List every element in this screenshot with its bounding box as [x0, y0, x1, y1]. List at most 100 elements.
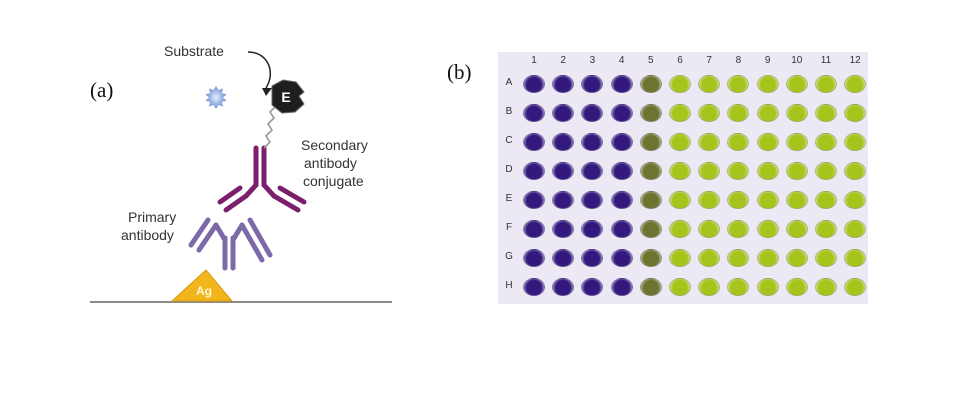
column-number: 9 [764, 55, 771, 66]
well-C1 [523, 133, 545, 151]
well-E11 [815, 191, 837, 209]
well-A10 [785, 75, 808, 93]
well-H12 [844, 278, 867, 296]
secondary-label-line3: conjugate [303, 173, 364, 189]
column-number: 12 [849, 55, 861, 66]
well-E4 [610, 191, 633, 209]
well-G4 [610, 249, 633, 267]
well-D9 [756, 162, 779, 180]
column-number: 10 [791, 55, 803, 66]
column-number: 11 [820, 55, 832, 66]
enzyme: E [271, 79, 305, 114]
well-H6 [669, 278, 691, 296]
well-E2 [552, 191, 575, 209]
well-C3 [581, 133, 604, 151]
enzyme-linker [263, 105, 277, 149]
well-H10 [785, 278, 808, 296]
well-D11 [815, 162, 837, 180]
well-E6 [669, 191, 691, 209]
panel-b-label: (b) [447, 60, 472, 84]
well-A12 [844, 75, 867, 93]
well-H9 [756, 278, 779, 296]
antigen: Ag [170, 269, 234, 302]
well-F6 [669, 220, 691, 238]
well-C12 [844, 133, 867, 151]
column-number: 6 [677, 55, 683, 66]
row-letter: C [505, 135, 513, 146]
well-H7 [698, 278, 721, 296]
primary-label-line1: Primary [128, 209, 176, 225]
column-number: 4 [618, 55, 625, 66]
well-A11 [815, 75, 837, 93]
well-D7 [698, 162, 721, 180]
well-E9 [756, 191, 779, 209]
well-B9 [756, 104, 779, 122]
well-F5 [639, 220, 662, 238]
well-F1 [523, 220, 545, 238]
well-D4 [610, 162, 633, 180]
well-B6 [669, 104, 691, 122]
well-C5 [639, 133, 662, 151]
well-G3 [581, 249, 604, 267]
well-C10 [785, 133, 808, 151]
well-A2 [552, 75, 575, 93]
well-H3 [581, 278, 604, 296]
well-H4 [610, 278, 633, 296]
well-H11 [815, 278, 837, 296]
well-B7 [698, 104, 721, 122]
well-C7 [698, 133, 721, 151]
secondary-antibody [217, 145, 307, 213]
well-A4 [610, 75, 633, 93]
row-letter: D [505, 164, 513, 175]
substrate-label: Substrate [164, 43, 224, 59]
well-C6 [669, 133, 691, 151]
enzyme-label: E [281, 89, 290, 105]
well-B1 [523, 104, 545, 122]
well-D6 [669, 162, 691, 180]
well-G6 [669, 249, 691, 267]
well-F10 [785, 220, 808, 238]
well-H2 [552, 278, 575, 296]
row-letter: H [505, 280, 513, 291]
well-F4 [610, 220, 633, 238]
well-H8 [727, 278, 750, 296]
well-A1 [523, 75, 545, 93]
row-letter: F [505, 222, 513, 233]
column-number: 5 [648, 55, 654, 66]
well-D10 [785, 162, 808, 180]
well-H1 [523, 278, 545, 296]
column-number: 7 [706, 55, 712, 66]
well-D5 [639, 162, 662, 180]
well-B2 [552, 104, 575, 122]
well-A9 [756, 75, 779, 93]
well-E10 [785, 191, 808, 209]
well-B4 [610, 104, 633, 122]
well-C11 [815, 133, 837, 151]
well-C9 [756, 133, 779, 151]
column-number: 3 [589, 55, 596, 66]
well-B11 [815, 104, 837, 122]
well-D2 [552, 162, 575, 180]
well-E1 [523, 191, 545, 209]
well-G7 [698, 249, 721, 267]
primary-antibody [188, 217, 273, 271]
secondary-label-line2: antibody [304, 155, 357, 171]
well-F7 [698, 220, 721, 238]
substrate-molecule [205, 86, 227, 109]
well-E5 [639, 191, 662, 209]
row-letter: A [505, 77, 513, 88]
well-B10 [785, 104, 808, 122]
row-letter: B [505, 106, 513, 117]
row-letter: E [505, 193, 513, 204]
well-F8 [727, 220, 750, 238]
well-B5 [639, 104, 662, 122]
well-B8 [727, 104, 750, 122]
well-E7 [698, 191, 721, 209]
well-D12 [844, 162, 867, 180]
well-A5 [639, 75, 662, 93]
well-G11 [815, 249, 837, 267]
well-H5 [639, 278, 662, 296]
antigen-label: Ag [196, 284, 212, 298]
well-F11 [815, 220, 837, 238]
